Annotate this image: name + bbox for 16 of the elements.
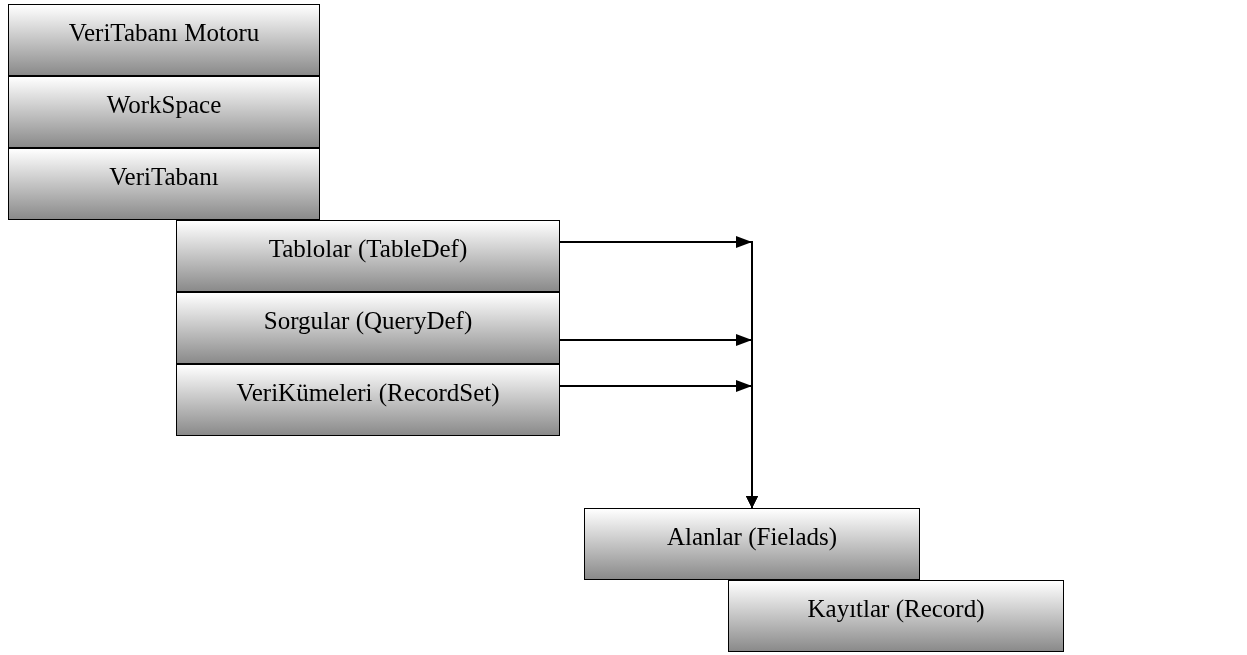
process-box [584,508,920,580]
box-label: VeriTabanı Motoru [68,19,260,48]
process-box [8,148,320,220]
process-box [176,364,560,436]
process-box [728,580,1064,652]
process-box [8,76,320,148]
box-label: VeriTabanı [109,163,219,192]
process-box [176,220,560,292]
box-label: Kayıtlar (Record) [807,595,985,625]
process-box [8,4,320,76]
box-label: Alanlar (Fielads) [666,523,838,553]
box-label: WorkSpace [106,91,222,120]
box-label: Tablolar (TableDef) [268,235,468,265]
box-label: Sorgular (QueryDef) [263,307,473,336]
process-box [176,292,560,364]
box-label: VeriKümeleri (RecordSet) [236,379,500,409]
